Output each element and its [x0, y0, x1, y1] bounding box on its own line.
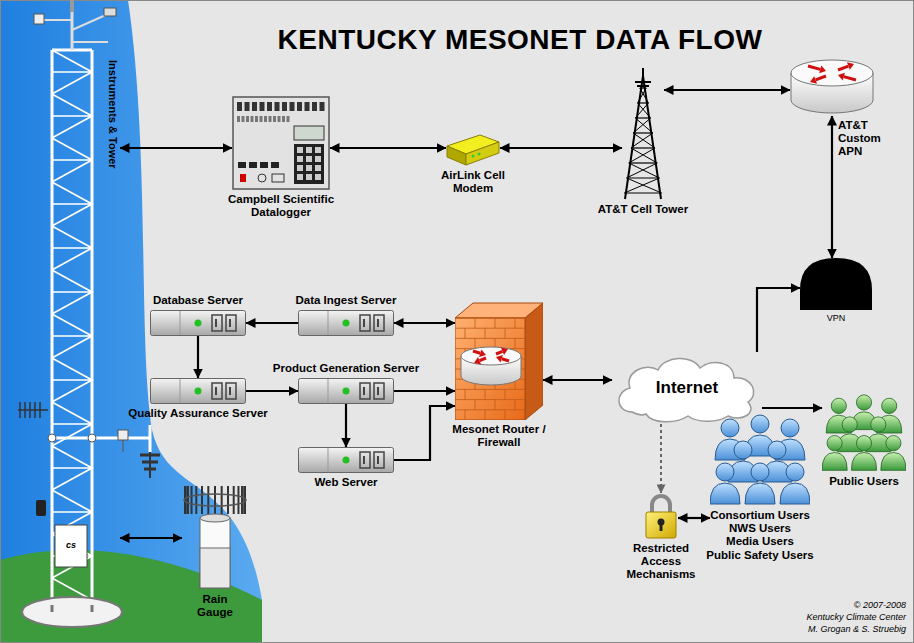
caption-group: VPN [827, 313, 846, 323]
datalogger-node: Campbell Scientific Datalogger [232, 96, 330, 190]
vpn-node: VPN [800, 258, 872, 310]
credit-note: M. Grogan & S. Struebig [808, 624, 906, 634]
firewall-icon [455, 298, 543, 420]
router-node: AT&T Custom APN [790, 58, 874, 116]
node-label: AirLink Cell Modem [437, 169, 509, 195]
node-label: NWS Users [706, 522, 813, 535]
pub-icon [822, 394, 906, 472]
caption-group: Public Users [829, 475, 899, 488]
gauge-icon [182, 478, 248, 590]
connector-arrow [394, 322, 455, 324]
server-node: Quality Assurance Server [150, 378, 246, 404]
connector-arrow [345, 404, 347, 447]
node-label: Internet [656, 378, 718, 398]
caption-group: Quality Assurance Server [128, 407, 268, 420]
connector-arrow [330, 147, 446, 149]
node-label: Campbell Scientific Datalogger [219, 193, 343, 219]
server-icon [298, 447, 394, 473]
lock-node: Restricted Access Mechanisms [644, 493, 678, 539]
firewall-node: Mesonet Router / Firewall [455, 298, 543, 420]
internet-cloud: Internet [612, 352, 762, 424]
node-label: AT&T Cell Tower [598, 203, 688, 216]
node-label: Public Users [829, 475, 899, 488]
connector-arrow [831, 116, 833, 258]
caption-group: Instruments & Tower [106, 60, 119, 169]
node-label: Data Ingest Server [296, 294, 397, 307]
rain-gauge-node: Rain Gauge [182, 478, 248, 590]
connector-arrow [757, 288, 800, 352]
user-group: Consortium UsersNWS UsersMedia UsersPubl… [710, 414, 810, 506]
caption-group: Product Generation Server [273, 362, 419, 375]
logger-icon [232, 96, 330, 190]
node-label: Instruments & Tower [106, 60, 119, 169]
server-icon [150, 310, 246, 336]
connector-arrow [664, 89, 790, 91]
server-node: Database Server [150, 310, 246, 336]
connector-arrow [246, 322, 298, 324]
caption-group: Web Server [314, 476, 377, 489]
node-label: AT&T Custom APN [838, 119, 888, 159]
diagram-title: KENTUCKY MESONET DATA FLOW [120, 24, 914, 56]
caption-group: Data Ingest Server [296, 294, 397, 307]
weather-tower [18, 0, 160, 627]
node-label: Mesonet Router / Firewall [445, 423, 553, 449]
caption-group: Restricted Access Mechanisms [619, 542, 703, 582]
connector-arrow [120, 147, 232, 149]
router-icon [790, 58, 874, 116]
connector-arrow [246, 390, 298, 392]
credit-note: Kentucky Climate Center [806, 612, 906, 622]
node-label: Restricted Access Mechanisms [619, 542, 703, 582]
connector-arrow [394, 390, 455, 392]
user-group: Public Users [822, 394, 906, 472]
node-label: Product Generation Server [273, 362, 419, 375]
connector-arrow [120, 537, 182, 539]
node-label: Public Safety Users [706, 549, 813, 562]
server-node: Product Generation Server [298, 378, 394, 404]
server-node: Data Ingest Server [298, 310, 394, 336]
modem-icon [446, 132, 500, 166]
connector-arrow [660, 424, 662, 493]
copyright-note: © 2007-2008 [854, 600, 906, 610]
connector-arrow [500, 147, 622, 149]
caption-group: Consortium UsersNWS UsersMedia UsersPubl… [706, 509, 813, 562]
caption-group: Internet [612, 352, 762, 424]
caption-group: Database Server [153, 294, 243, 307]
caption-group: Rain Gauge [192, 593, 238, 619]
modem-node: AirLink Cell Modem [446, 132, 500, 166]
node-label: Rain Gauge [192, 593, 238, 619]
logo-text: cs [58, 540, 84, 550]
caption-group: Mesonet Router / Firewall [445, 423, 553, 449]
tower-node: Instruments & Tower [30, 15, 120, 630]
cell-tower-node: AT&T Cell Tower [622, 68, 664, 200]
server-icon [298, 310, 394, 336]
caption-group: Campbell Scientific Datalogger [219, 193, 343, 219]
connector-arrow [762, 407, 822, 409]
node-label: Quality Assurance Server [128, 407, 268, 420]
node-label: Web Server [314, 476, 377, 489]
connector-arrow [543, 379, 612, 381]
node-label: VPN [827, 313, 846, 323]
lock-icon [644, 493, 678, 539]
caption-group: AirLink Cell Modem [437, 169, 509, 195]
vpn-icon [800, 258, 872, 310]
node-label: Database Server [153, 294, 243, 307]
tower-icon [622, 68, 664, 200]
connector-arrow [394, 406, 455, 460]
caption-group: AT&T Cell Tower [598, 203, 688, 216]
node-label: Media Users [706, 535, 813, 548]
server-node: Web Server [298, 447, 394, 473]
connector-arrow [197, 336, 199, 378]
connector-arrow [678, 517, 710, 519]
caption-group: AT&T Custom APN [838, 119, 888, 159]
server-icon [150, 378, 246, 404]
users-icon [710, 414, 810, 506]
server-icon [298, 378, 394, 404]
node-label: Consortium Users [706, 509, 813, 522]
